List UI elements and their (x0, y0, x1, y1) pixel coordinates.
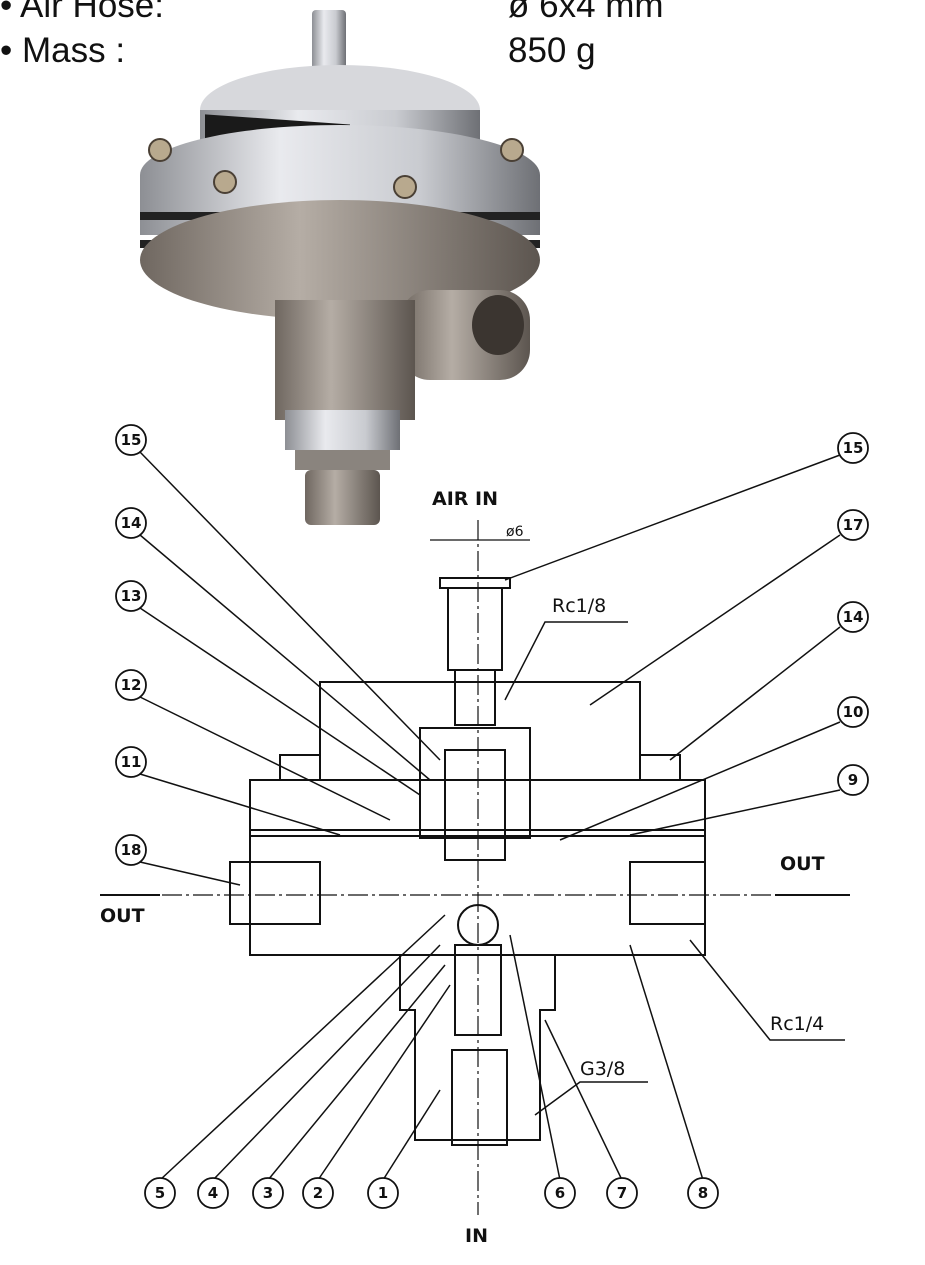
svg-text:14: 14 (843, 608, 864, 626)
callout-left: 18 (115, 834, 147, 866)
leader-lines (139, 451, 845, 1181)
callout-left: 13 (115, 580, 147, 612)
callout-bottom: 4 (197, 1177, 229, 1209)
callout-bottom: 2 (302, 1177, 334, 1209)
svg-text:11: 11 (121, 753, 142, 771)
product-photo (140, 10, 540, 525)
callout-bottom: 7 (606, 1177, 638, 1209)
svg-text:5: 5 (155, 1184, 165, 1202)
air-in-label: AIR IN (432, 488, 498, 510)
svg-text:12: 12 (121, 676, 142, 694)
svg-text:17: 17 (843, 516, 864, 534)
callout-right: 9 (837, 764, 869, 796)
callout-left: 12 (115, 669, 147, 701)
out-right-label: OUT (780, 853, 825, 875)
spec-label-air-hose: • Air Hose: (0, 0, 164, 25)
svg-text:6: 6 (555, 1184, 565, 1202)
callout-right: 10 (837, 696, 869, 728)
spec-value-air-hose: ø 6x4 mm (508, 0, 664, 25)
svg-text:13: 13 (121, 587, 142, 605)
svg-text:18: 18 (121, 841, 142, 859)
callout-bottom: 5 (144, 1177, 176, 1209)
svg-text:10: 10 (843, 703, 864, 721)
svg-text:8: 8 (698, 1184, 708, 1202)
callout-bottom: 8 (687, 1177, 719, 1209)
svg-text:2: 2 (313, 1184, 323, 1202)
callout-bottom: 1 (367, 1177, 399, 1209)
callout-left: 11 (115, 746, 147, 778)
callout-right: 15 (837, 432, 869, 464)
callout-bottom: 3 (252, 1177, 284, 1209)
regulator-body-section (100, 520, 850, 1215)
svg-text:4: 4 (208, 1184, 218, 1202)
spec-value-mass: 850 g (508, 31, 596, 70)
callout-right: 17 (837, 509, 869, 541)
inlet-thread-label: G3/8 (580, 1058, 625, 1080)
svg-text:1: 1 (378, 1184, 388, 1202)
svg-text:15: 15 (843, 439, 864, 457)
svg-text:9: 9 (848, 771, 858, 789)
svg-text:14: 14 (121, 514, 142, 532)
top-thread-label: Rc1/8 (552, 595, 606, 617)
callout-right: 14 (837, 601, 869, 633)
in-label: IN (465, 1225, 488, 1247)
callout-left: 15 (115, 424, 147, 456)
svg-text:3: 3 (263, 1184, 273, 1202)
hose-dim-label: ø6 (506, 524, 524, 540)
side-thread-label: Rc1/4 (770, 1013, 824, 1035)
svg-text:7: 7 (617, 1184, 627, 1202)
out-left-label: OUT (100, 905, 145, 927)
svg-text:15: 15 (121, 431, 142, 449)
callout-left: 14 (115, 507, 147, 539)
spec-label-mass: • Mass : (0, 31, 126, 70)
callout-bottom: 6 (544, 1177, 576, 1209)
